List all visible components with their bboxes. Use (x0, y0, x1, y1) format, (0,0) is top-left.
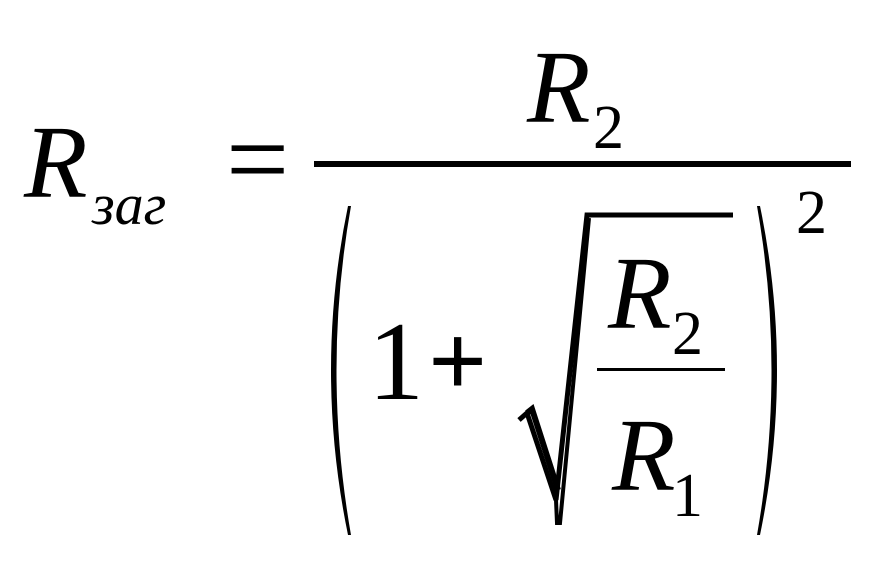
radicand-numerator-subscript: 2 (672, 300, 703, 368)
denominator: 1 + R 2 R 1 2 (331, 179, 827, 535)
right-parenthesis (757, 206, 777, 535)
denominator-plus: + (428, 304, 487, 419)
radicand-denominator-subscript: 1 (672, 462, 703, 530)
numerator-symbol: R (526, 30, 591, 145)
left-parenthesis (331, 206, 351, 535)
lhs-subscript: заг (91, 172, 166, 237)
radicand-numerator-symbol: R (607, 236, 672, 351)
radical-sign (517, 212, 733, 525)
main-fraction-bar (314, 161, 851, 167)
numerator-subscript: 2 (593, 94, 624, 162)
equals-sign: = (226, 98, 289, 222)
radicand-denominator-symbol: R (611, 398, 676, 513)
radicand-denominator: R 1 (611, 398, 703, 530)
lhs-symbol: R (23, 105, 88, 220)
numerator: R 2 (526, 30, 624, 162)
lhs: R заг (23, 105, 166, 237)
exponent: 2 (796, 179, 827, 247)
radicand-numerator: R 2 (607, 236, 703, 368)
inner-fraction-bar (597, 368, 725, 371)
denominator-one: 1 (368, 300, 424, 424)
